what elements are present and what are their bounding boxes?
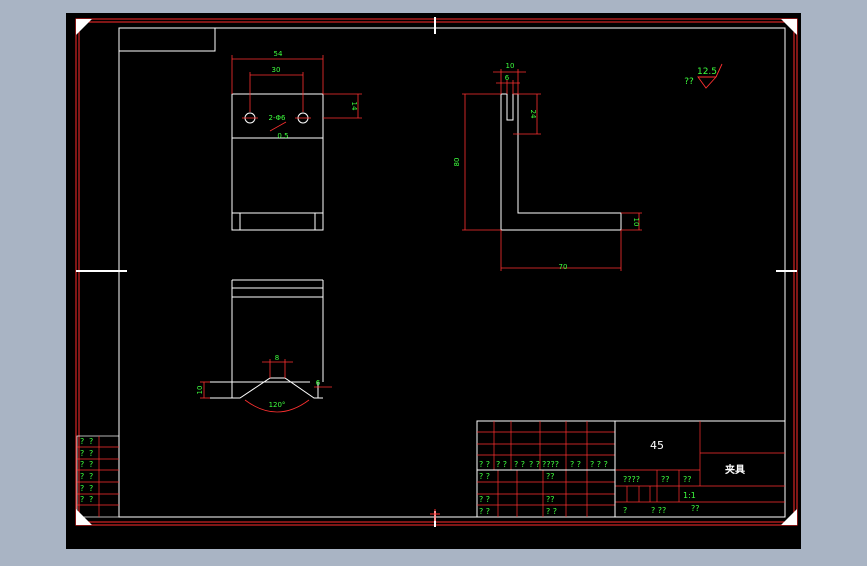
rev-cell: ? [89, 449, 93, 458]
weight-label: ?? [661, 475, 670, 484]
rev-cell: ? [89, 437, 93, 446]
roughness-symbol: 12.5 ?? [684, 63, 723, 89]
rev-cell: ? [89, 495, 93, 504]
model-space [66, 13, 801, 549]
rev-cell: ? [89, 484, 93, 493]
material-label: 45 [650, 439, 664, 452]
scale-value: 1:1 [683, 491, 696, 500]
header-label: ? ? [514, 460, 525, 469]
bottom-groove-width-dim: 8 [275, 354, 279, 362]
title-block: 45 夹具 ? ? ? ? ? ? ? ? ???? ? ? ? ? ? ? ?… [476, 420, 786, 518]
stage-label: ???? [623, 475, 640, 484]
mid-row-label: ?? [546, 495, 555, 504]
rev-cell: ? [80, 495, 84, 504]
front-chamfer-dim: 0.5 [277, 132, 288, 140]
front-view: 54 30 14 2-Φ6 0.5 [231, 50, 362, 231]
side-height-dim: 80 [453, 158, 461, 167]
mid-label: ?? [546, 472, 555, 481]
rev-cell: ? [80, 472, 84, 481]
sheet-label: ? [623, 506, 627, 515]
roughness-value: 12.5 [697, 67, 717, 77]
bottom-right-dim: 6 [316, 379, 321, 387]
code-box [118, 27, 216, 52]
revision-table: ? ? ? ? ? ? ? ? ? ? ? ? [76, 435, 120, 518]
row-label: ? ? [479, 495, 490, 504]
front-hole-dim: 2-Φ6 [269, 114, 286, 122]
side-top-width-dim: 10 [506, 62, 515, 70]
side-base-length-dim: 70 [559, 263, 568, 271]
row-label: ? ? [479, 507, 490, 516]
header-label: ???? [542, 460, 559, 469]
header-label: ? ? [496, 460, 507, 469]
rev-cell: ? [80, 460, 84, 469]
center-mark-bottom [430, 509, 440, 521]
rev-cell: ? [89, 472, 93, 481]
header-label: ? ? [570, 460, 581, 469]
header-label: ? ? [479, 460, 490, 469]
roughness-label: ?? [684, 77, 694, 87]
part-name: 夹具 [725, 463, 745, 476]
side-slot-dim: 6 [505, 74, 510, 82]
front-hole-spacing-dim: 30 [272, 66, 281, 74]
bottom-left-dim: 10 [196, 386, 204, 395]
side-view: 10 6 24 80 70 10 [453, 62, 642, 271]
header-label: ? ? [529, 460, 540, 469]
rev-cell: ? [80, 484, 84, 493]
sheet-count-label: ? ?? [651, 506, 666, 515]
rev-cell: ? [80, 449, 84, 458]
rev-cell: ? [89, 460, 93, 469]
side-slot-depth-dim: 24 [529, 110, 537, 119]
corner-markers [76, 19, 797, 525]
scale-label: ?? [683, 475, 692, 484]
front-width-dim: 54 [274, 50, 283, 58]
front-height-dim: 14 [350, 102, 358, 111]
mid-row-label: ? ? [546, 507, 557, 516]
bottom-right-label: ?? [691, 504, 700, 513]
bottom-angle-dim: 120° [269, 401, 286, 409]
rev-cell: ? [80, 437, 84, 446]
drawing-frame [118, 27, 786, 518]
row-label: ? ? [479, 472, 490, 481]
bottom-view: 8 6 10 120° [196, 279, 332, 413]
side-base-thickness-dim: 10 [632, 218, 640, 227]
header-label: ? ? ? [590, 460, 608, 469]
